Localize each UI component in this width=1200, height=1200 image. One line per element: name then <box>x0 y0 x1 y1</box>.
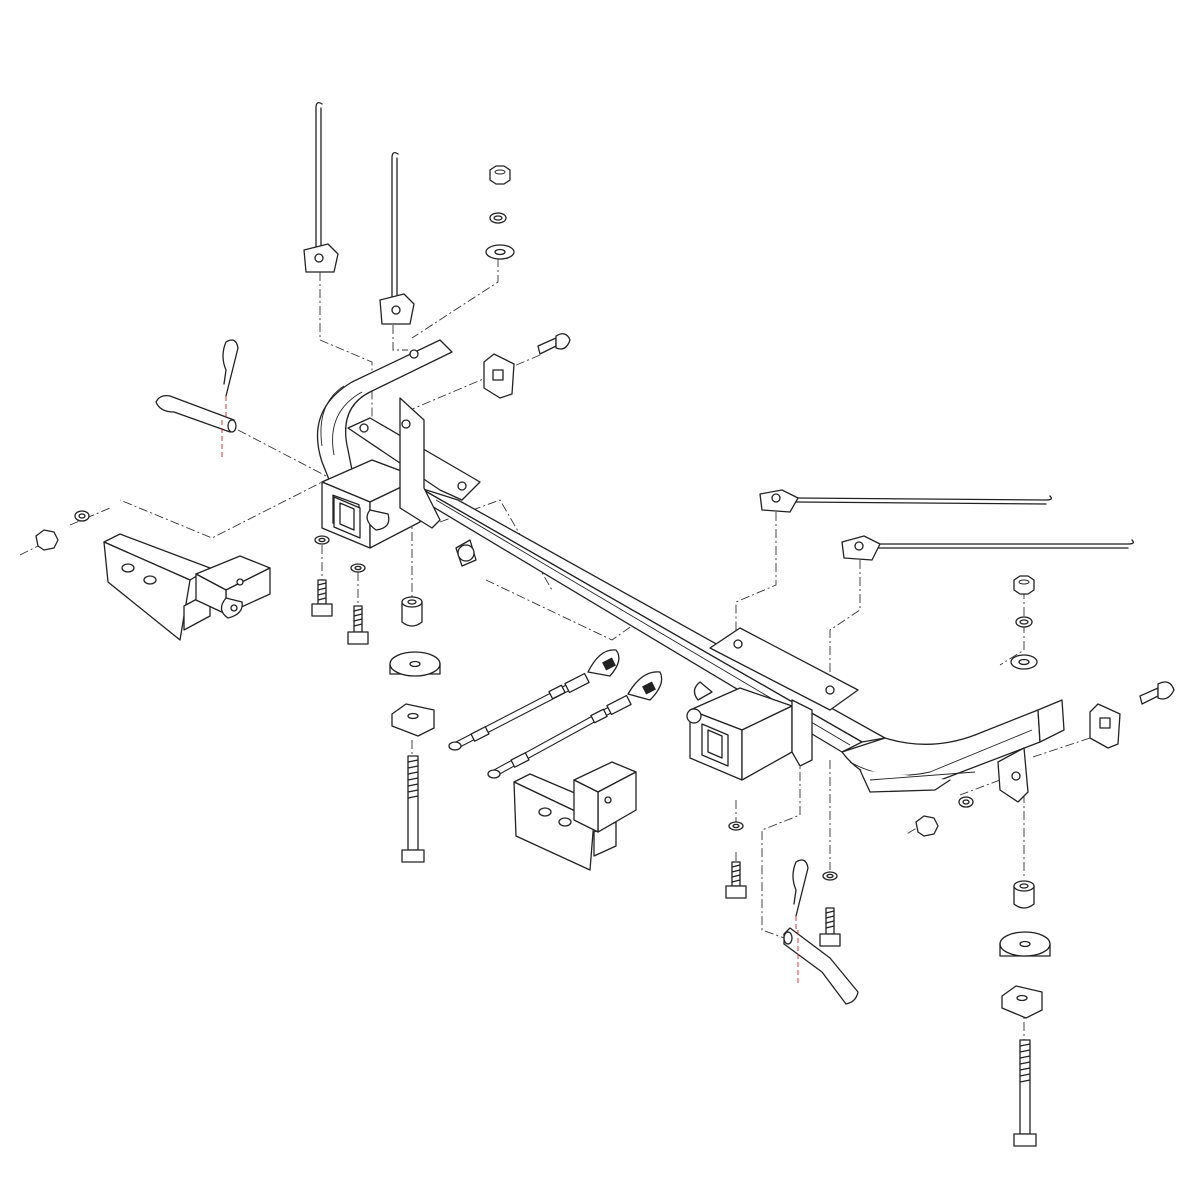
mounting-bracket-right-end <box>997 747 1029 803</box>
lock-washer-right-top <box>1015 616 1033 628</box>
assembly-guide-lines <box>19 258 1091 1040</box>
lock-washer-lower-left-1 <box>314 535 330 545</box>
fish-wire-1 <box>303 102 339 273</box>
hex-nut-right <box>915 815 939 837</box>
spacer-sleeve-right <box>1013 880 1035 909</box>
flat-washer-right-top <box>1010 654 1038 670</box>
hair-pin-clip-right <box>792 859 809 930</box>
long-hex-bolt-left <box>401 755 425 863</box>
square-plate-left <box>391 703 435 737</box>
hex-nut-right-top <box>1013 575 1035 595</box>
hitch-pin-right <box>783 927 859 1005</box>
lock-washer-left <box>74 510 90 522</box>
flat-washer-top <box>485 244 515 260</box>
square-backing-plate-right <box>1089 703 1121 749</box>
long-hex-bolt-right <box>1013 1039 1037 1147</box>
carriage-bolt-left <box>537 333 571 355</box>
flat-washer-left <box>389 651 441 677</box>
hex-nut-left <box>35 529 59 551</box>
safety-cable-2 <box>487 671 663 779</box>
tow-bar-crossbar <box>316 339 1065 793</box>
lock-washer-right <box>958 796 974 808</box>
mounting-bracket-left <box>103 533 271 641</box>
lock-washer-lower-right-1 <box>728 821 744 831</box>
fish-wire-2 <box>379 152 415 325</box>
spacer-sleeve-left <box>401 596 423 627</box>
hex-bolt-lower-left-2 <box>347 605 369 645</box>
mounting-bracket-center <box>513 761 637 871</box>
lock-washer-lower-left-2 <box>350 563 366 573</box>
hex-nut-top <box>489 165 511 185</box>
hex-bolt-lower-left-1 <box>311 579 333 617</box>
hex-bolt-lower-right-1 <box>725 861 747 899</box>
carriage-bolt-right <box>1139 681 1175 705</box>
square-plate-right <box>1001 985 1043 1019</box>
hitch-pin-left <box>155 394 237 460</box>
fish-wire-4 <box>841 535 1134 561</box>
hex-bolt-lower-right-2 <box>819 907 841 947</box>
safety-cable-1 <box>448 649 620 751</box>
hair-pin-clip-left <box>222 339 239 420</box>
fish-wire-3 <box>759 489 1052 513</box>
lock-washer-lower-right-2 <box>822 871 838 881</box>
square-backing-plate-left <box>483 353 515 399</box>
lock-washer-top <box>489 212 507 224</box>
flat-washer-right <box>999 931 1051 957</box>
